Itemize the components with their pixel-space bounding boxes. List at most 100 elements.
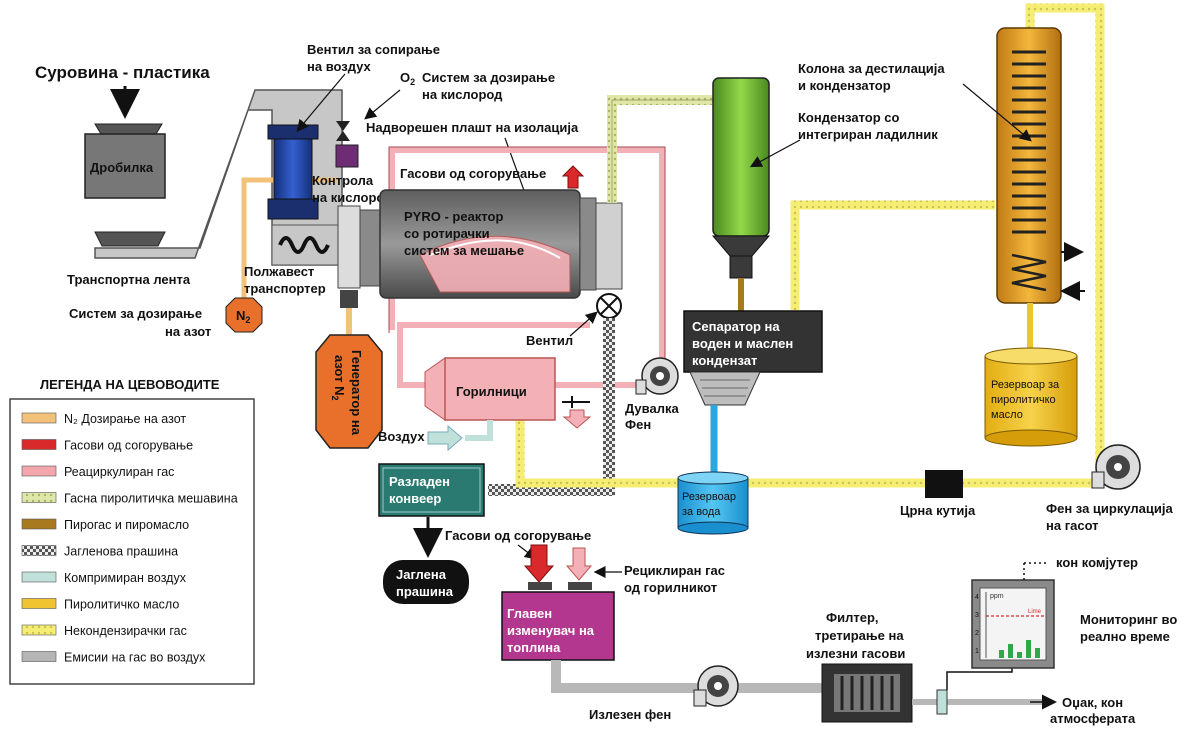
air-arrow-icon xyxy=(427,424,463,452)
filter-label-1: Филтер, xyxy=(826,610,879,625)
to-computer-label: кон комјутер xyxy=(1056,555,1138,570)
screw-conveyor-label-1: Полжавест xyxy=(244,264,314,279)
blower-label-2: Фен xyxy=(625,417,651,432)
air-valve-label-2: на воздух xyxy=(307,59,372,74)
crusher-label: Дробилка xyxy=(90,160,154,175)
legend-item-label: Пиролитичко масло xyxy=(64,598,179,612)
outer-shell-label: Надворешен плашт на изолација xyxy=(366,120,579,135)
column-label-1: Колона за дестилација xyxy=(798,61,945,76)
exhaust-fan-icon[interactable] xyxy=(693,665,739,707)
air-valve-pointer xyxy=(296,73,346,132)
pipe-legend: ЛЕГЕНДА НА ЦЕВОВОДИТЕ N₂ Дозирање на азо… xyxy=(9,377,255,685)
blower-label-1: Дувалка xyxy=(625,401,679,416)
burners: Горилници xyxy=(424,357,556,421)
o2-dosing-label-2: на кислород xyxy=(422,87,503,102)
outlet-valve-icon[interactable] xyxy=(596,293,622,319)
legend-item-label: Пирогас и пиромасло xyxy=(64,518,189,532)
legend-swatch xyxy=(21,412,57,424)
screw-conveyor-label-2: транспортер xyxy=(244,281,326,296)
legend-item-label: Реациркулиран гас xyxy=(64,465,174,479)
legend-swatch xyxy=(21,492,57,503)
condenser-label-2: интегриран ладилник xyxy=(798,127,938,142)
legend-item-label: Јагленова прашина xyxy=(64,545,178,559)
air-shutoff-valve xyxy=(267,124,319,220)
svg-text:воден и маслен: воден и маслен xyxy=(692,336,793,351)
exhaust-fan-label: Излезен фен xyxy=(589,707,671,722)
combustion-gases-label: Гасови од согорување xyxy=(400,166,546,181)
monitoring-label-2: реално време xyxy=(1080,629,1170,644)
emission-pipe xyxy=(551,660,698,693)
monitoring-label-1: Мониторинг во xyxy=(1080,612,1177,627)
legend-swatch xyxy=(21,571,57,583)
oxygen-valve-icon xyxy=(335,121,359,168)
legend-item-label: Некондензирачки гас xyxy=(64,624,187,638)
legend-swatch xyxy=(21,651,57,662)
svg-text:Горилници: Горилници xyxy=(456,384,527,399)
legend-item-label: Гасна пиролитичка мешавина xyxy=(64,492,238,506)
svg-text:Генератор на: Генератор на xyxy=(349,350,364,436)
svg-text:масло: масло xyxy=(991,409,1023,421)
crusher: Дробилка xyxy=(84,123,166,199)
separator: Сепаратор на воден и маслен кондензат xyxy=(683,310,823,406)
water-tank: Резервоар за вода xyxy=(677,471,749,535)
char-dust-pipe xyxy=(488,318,615,496)
filter-label-2: третирање на xyxy=(815,628,904,643)
svg-text:топлина: топлина xyxy=(507,640,561,655)
svg-text:Јаглена: Јаглена xyxy=(396,567,447,582)
n2-dosing-label-1: Систем за дозирање xyxy=(69,306,202,321)
filter-label-3: излезни гасови xyxy=(806,646,905,661)
legend-swatch xyxy=(21,518,57,530)
conveyor-hopper xyxy=(94,231,166,247)
svg-text:конвеер: конвеер xyxy=(389,491,441,506)
legend-title: ЛЕГЕНДА НА ЦЕВОВОДИТЕ xyxy=(40,377,220,392)
svg-text:1: 1 xyxy=(975,648,979,655)
legend-swatch xyxy=(21,598,57,609)
gas-fan-label-1: Фен за циркулација xyxy=(1046,501,1173,516)
svg-text:пиролитичко: пиролитичко xyxy=(991,394,1056,406)
legend-item-label: Емисии на гас во воздух xyxy=(64,651,206,665)
n2-gen-connector xyxy=(340,290,358,308)
sensor-cable xyxy=(946,668,1013,690)
svg-text:Сепаратор на: Сепаратор на xyxy=(692,319,780,334)
condenser-label-1: Кондензатор со xyxy=(798,110,900,125)
sensor-probe xyxy=(936,689,948,715)
svg-text:4: 4 xyxy=(975,594,979,601)
gas-circulation-fan-icon[interactable] xyxy=(1091,444,1141,490)
valve-label: Вентил xyxy=(526,333,573,348)
blower-fan-icon[interactable] xyxy=(635,357,679,395)
chimney-label-2: атмосферата xyxy=(1050,711,1136,726)
exhaust-filter xyxy=(821,663,913,723)
reactor-label-2: со ротирачки xyxy=(404,226,490,241)
recycled-gas-label-2: од горилникот xyxy=(624,580,717,595)
air-pipe xyxy=(465,420,493,441)
hx-port-2 xyxy=(568,582,592,590)
o2-dosing-label-1: Систем за дозирање xyxy=(422,70,555,85)
condenser-pointer xyxy=(749,139,801,168)
svg-text:Lime: Lime xyxy=(1028,609,1042,615)
svg-text:2: 2 xyxy=(975,630,979,637)
reactor-label-1: PYRO - реактор xyxy=(404,209,503,224)
oxygen-control-label-1: Контрола xyxy=(312,173,374,188)
legend-item-label: Гасови од согорување xyxy=(64,439,193,453)
n2-generator: Генератор на азот N2 xyxy=(315,334,383,449)
chimney-label-1: Оџак, кон xyxy=(1062,695,1123,710)
reactor-label-3: систем за мешање xyxy=(404,243,524,258)
burner-exhaust-icon xyxy=(562,396,592,429)
air-valve-label-1: Вентил за сопирање xyxy=(307,42,440,57)
n2-octagon-icon: N2 xyxy=(225,297,263,333)
air-label: Воздух xyxy=(378,429,425,444)
char-dust-output: Јаглена прашина xyxy=(383,560,469,604)
n2-dosing-label-2: на азот xyxy=(165,324,211,339)
conveyor-belt-label: Транспортна лента xyxy=(67,272,191,287)
oil-tank: Резервоар за пиролитичко масло xyxy=(984,347,1078,447)
svg-text:Резервоар за: Резервоар за xyxy=(991,379,1060,391)
legend-swatch xyxy=(21,439,57,450)
svg-text:Главен: Главен xyxy=(507,606,552,621)
legend-swatch xyxy=(21,465,57,477)
pyro-reactor xyxy=(337,189,623,299)
legend-swatch xyxy=(21,545,57,556)
legend-item-label: N₂ Дозирање на азот xyxy=(64,412,186,426)
svg-text:Резервоар: Резервоар xyxy=(682,491,736,503)
black-box xyxy=(925,470,963,498)
